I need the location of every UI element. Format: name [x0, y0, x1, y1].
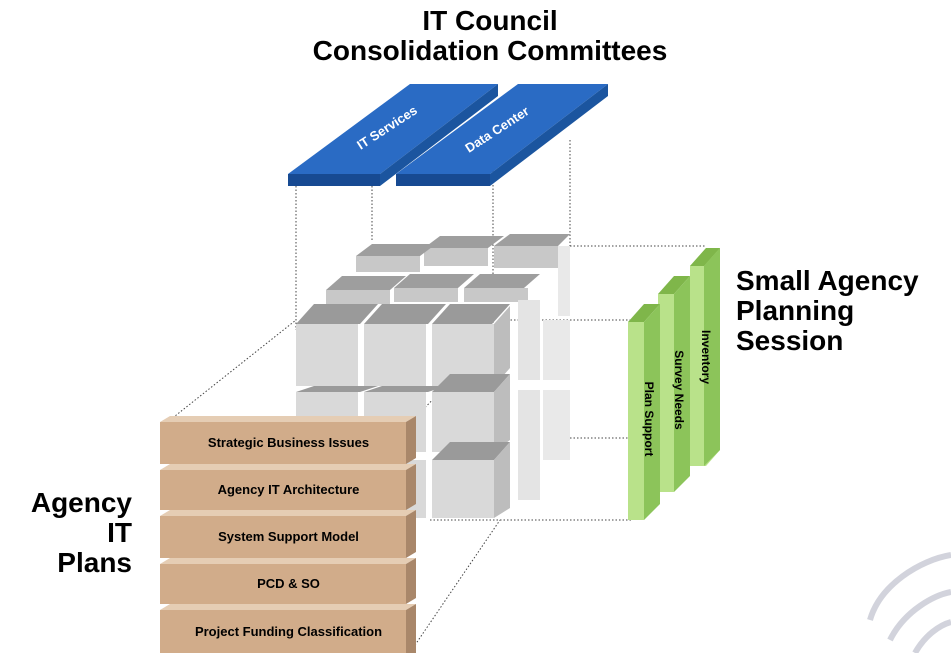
agency-plans-line-1: Agency	[30, 487, 132, 518]
cube-middle-row	[326, 274, 540, 500]
plan-layer-4	[160, 558, 416, 604]
layer-label-project-funding-classification: Project Funding Classification	[194, 624, 383, 639]
plan-layer-stack	[160, 416, 416, 653]
agency-plans-heading: Agency IT Plans	[8, 488, 132, 578]
small-agency-tabs	[628, 248, 720, 520]
committee-bar-it-services-side	[288, 174, 380, 186]
small-agency-line-1: Small Agency	[736, 265, 919, 296]
tab-survey-needs	[658, 294, 674, 492]
committee-bar-data-center-side	[396, 174, 490, 186]
small-agency-line-2: Planning	[736, 295, 855, 326]
swoosh-logo	[867, 552, 951, 653]
agency-plans-line-3: Plans	[57, 547, 132, 578]
tab-plan-support	[628, 322, 644, 520]
tab-label-inventory: Inventory	[699, 329, 713, 384]
agency-plans-line-2: IT	[107, 517, 132, 548]
title-line-2: Consolidation Committees	[312, 35, 668, 66]
committee-bar-it-services	[288, 84, 498, 174]
plan-layer-5	[160, 604, 416, 653]
title-line-1: IT Council	[422, 5, 558, 36]
plan-layer-2	[160, 464, 416, 510]
tab-label-survey-needs: Survey Needs	[672, 350, 686, 430]
committee-bars	[288, 84, 608, 186]
layer-label-strategic-business-issues: Strategic Business Issues	[207, 435, 370, 450]
layer-label-agency-it-architecture: Agency IT Architecture	[217, 482, 360, 497]
layer-label-pcd-so: PCD & SO	[257, 576, 320, 591]
committee-bar-data-center	[396, 84, 608, 174]
layer-label-system-support-model: System Support Model	[218, 529, 359, 544]
plan-layer-1	[160, 416, 416, 464]
cube-back-row	[356, 234, 570, 460]
diagram-title: IT Council Consolidation Committees	[230, 6, 750, 66]
tab-label-plan-support: Plan Support	[642, 381, 656, 457]
plan-layer-3	[160, 510, 416, 558]
small-agency-heading: Small Agency Planning Session	[736, 266, 951, 356]
small-agency-line-3: Session	[736, 325, 844, 356]
